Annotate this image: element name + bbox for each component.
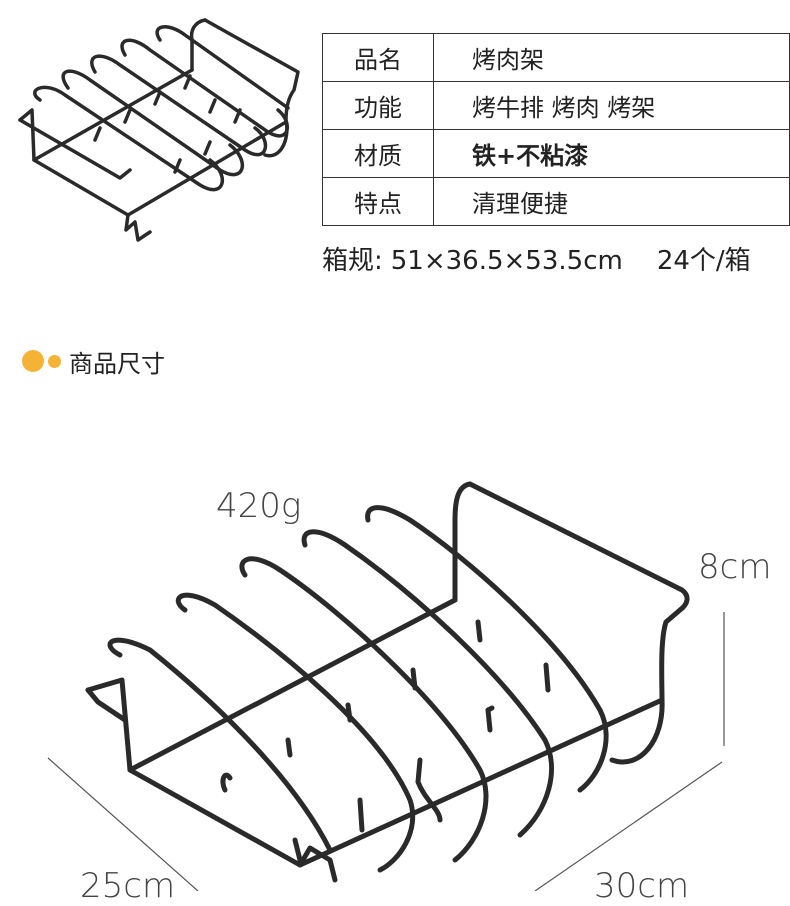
spec-value: 铁+不粘漆 — [433, 129, 790, 178]
spec-label: 品名 — [322, 33, 434, 82]
section-heading: 商品尺寸 — [22, 344, 165, 378]
spec-row: 功能 烤牛排 烤肉 烤架 — [322, 81, 790, 130]
spec-value: 烤牛排 烤肉 烤架 — [433, 81, 790, 130]
spec-table: 品名 烤肉架 功能 烤牛排 烤肉 烤架 材质 铁+不粘漆 特点 清理便捷 — [322, 33, 790, 226]
width-label: 30cm — [594, 866, 690, 906]
bullet-dot-icon — [48, 354, 61, 368]
spec-row: 特点 清理便捷 — [322, 177, 790, 226]
spec-value: 烤肉架 — [433, 33, 790, 82]
box-spec: 箱规:51×36.5×53.5cm 24个/箱 — [322, 240, 751, 277]
height-label: 8cm — [698, 547, 772, 587]
depth-label: 25cm — [80, 866, 176, 906]
spec-label: 功能 — [322, 81, 434, 130]
bullet-dot-icon — [22, 350, 44, 372]
spec-row: 材质 铁+不粘漆 — [322, 129, 790, 178]
box-spec-count: 24个/箱 — [656, 246, 751, 276]
spec-row: 品名 烤肉架 — [322, 33, 790, 82]
rack-dimension-image — [47, 481, 725, 891]
box-spec-size: 51×36.5×53.5cm — [390, 246, 623, 276]
spec-value: 清理便捷 — [433, 177, 790, 226]
spec-label: 材质 — [322, 129, 434, 178]
spec-label: 特点 — [322, 177, 434, 226]
section-title: 商品尺寸 — [69, 349, 165, 378]
box-spec-label: 箱规: — [322, 246, 383, 276]
rack-thumbnail-image — [18, 18, 300, 242]
weight-label: 420g — [216, 486, 302, 526]
